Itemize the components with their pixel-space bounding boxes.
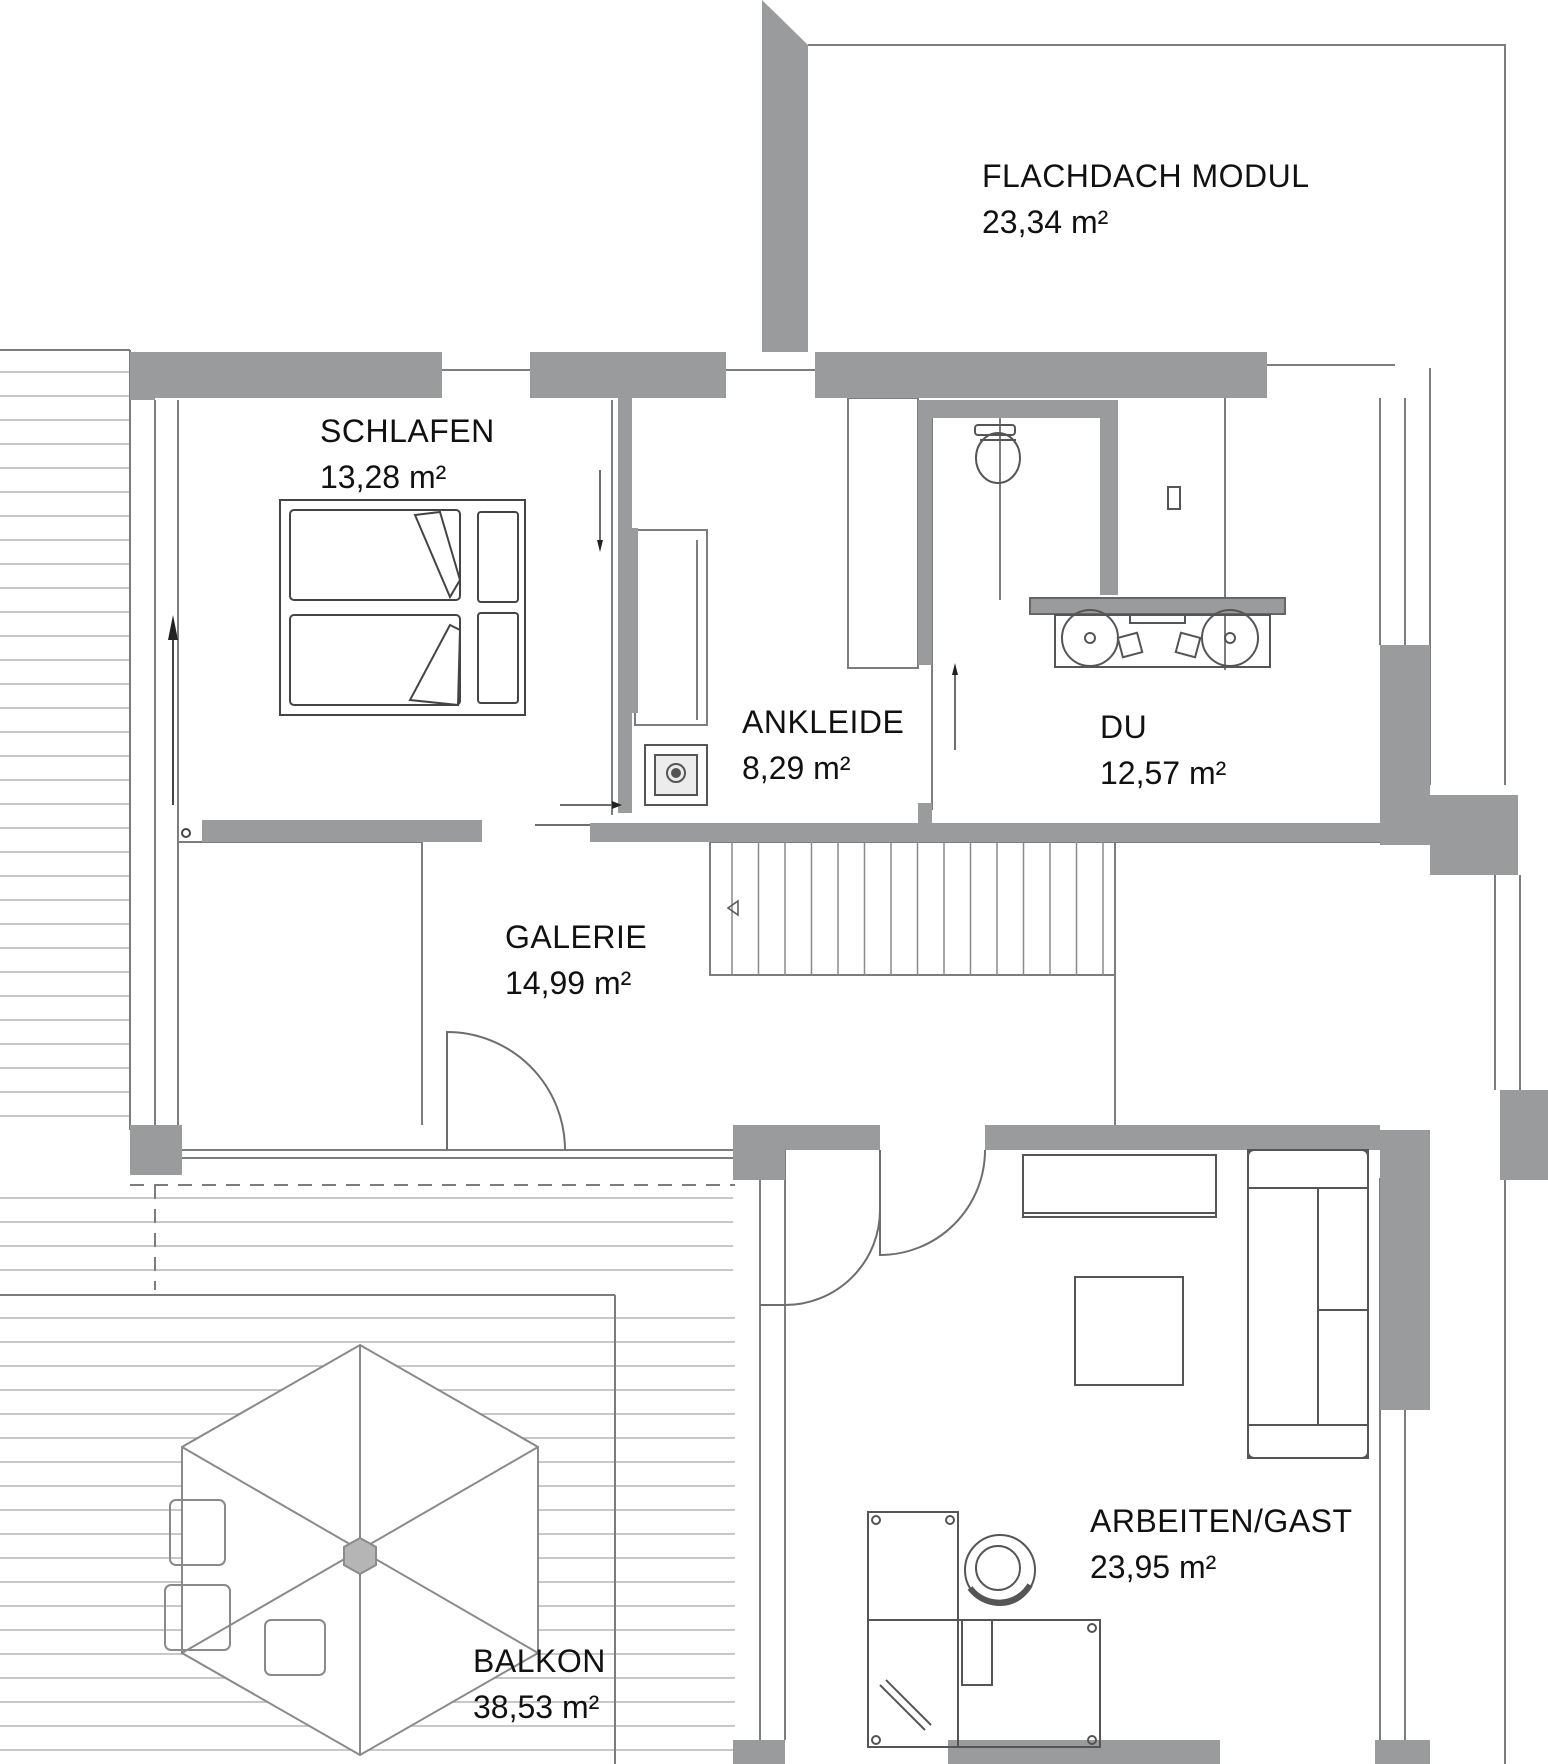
sliding-door-arrows xyxy=(168,540,958,838)
stair-treads xyxy=(731,842,1104,975)
outline-lines xyxy=(0,44,1506,1764)
room-label-flachdach: FLACHDACH MODUL xyxy=(982,158,1310,194)
room-label-schlafen: SCHLAFEN xyxy=(320,413,495,449)
bed-icon xyxy=(279,499,526,716)
room-area-flachdach: 23,34 m² xyxy=(982,204,1109,240)
room-label-balkon: BALKON xyxy=(473,1643,606,1679)
desk-icon xyxy=(867,1511,1101,1748)
walls xyxy=(130,0,1548,1764)
balcony-chairs xyxy=(164,1499,326,1676)
room-area-du: 12,57 m² xyxy=(1100,755,1227,791)
sofa-icon xyxy=(1247,1149,1369,1459)
stair-arrow-icon xyxy=(726,899,739,917)
room-label-galerie: GALERIE xyxy=(505,919,647,955)
shower-control xyxy=(1167,486,1181,510)
room-label-arbeiten: ARBEITEN/GAST xyxy=(1090,1503,1353,1539)
door-swing-icon xyxy=(446,470,986,1306)
sink-icon xyxy=(1029,597,1286,668)
room-area-galerie: 14,99 m² xyxy=(505,965,632,1001)
chair-icon xyxy=(964,1534,1036,1606)
cabinet xyxy=(1022,1154,1217,1218)
room-area-arbeiten: 23,95 m² xyxy=(1090,1549,1217,1585)
parasol-icon xyxy=(181,1343,539,1757)
room-label-du: DU xyxy=(1100,709,1147,745)
room-labels: FLACHDACH MODUL 23,34 m² SCHLAFEN 13,28 … xyxy=(320,158,1353,1725)
stove-icon xyxy=(644,744,708,806)
room-area-ankleide: 8,29 m² xyxy=(742,750,851,786)
room-area-schlafen: 13,28 m² xyxy=(320,459,447,495)
room-label-ankleide: ANKLEIDE xyxy=(742,704,904,740)
table-icon xyxy=(1074,1276,1184,1386)
room-area-balkon: 38,53 m² xyxy=(473,1689,600,1725)
toilet-icon xyxy=(974,424,1021,484)
